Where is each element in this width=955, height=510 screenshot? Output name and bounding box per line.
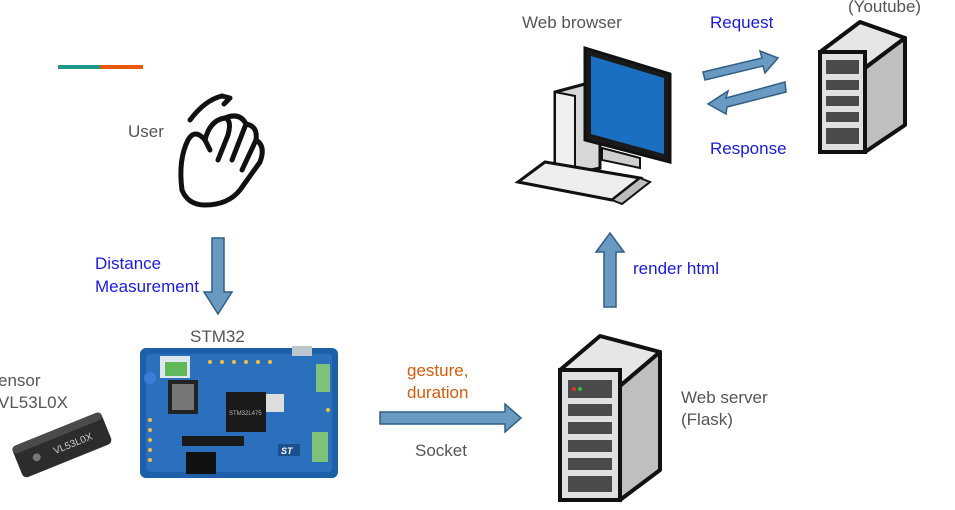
user-label: User: [128, 122, 164, 141]
stm32-label: STM32: [190, 327, 245, 346]
sensor-chip: VL53L0X: [12, 412, 112, 478]
request-label: Request: [710, 13, 774, 32]
render-html-label: render html: [633, 259, 719, 278]
web-browser-label: Web browser: [522, 13, 622, 32]
sensor-label-line2: VL53L0X: [0, 393, 68, 412]
response-arrow: [706, 81, 787, 116]
socket-arrow: [379, 402, 523, 434]
gesture-label-line1: gesture,: [407, 361, 469, 380]
waving-hand-icon: [178, 93, 265, 208]
socket-label: Socket: [415, 441, 467, 460]
render-arrow: [594, 231, 626, 308]
distance-label-line1: Distance: [95, 254, 162, 273]
web-server-label-line1: Web server: [681, 388, 768, 407]
response-label: Response: [710, 139, 787, 158]
web-server-icon: [558, 334, 662, 502]
stm32-board: STM32L475 ST: [140, 346, 338, 478]
web-server-label-line2: (Flask): [681, 410, 733, 429]
st-logo: ST: [281, 446, 294, 456]
sensor-label-line1: ensor: [0, 371, 41, 390]
gesture-label-line2: duration: [407, 383, 469, 402]
accent-bar: [58, 65, 143, 69]
request-arrow: [702, 49, 780, 81]
mcu-label: STM32L475: [229, 411, 262, 417]
distance-label-line2: Measurement: [95, 277, 199, 296]
distance-arrow: [202, 237, 234, 316]
desktop-computer-icon: [514, 45, 672, 206]
youtube-label: (Youtube): [848, 0, 922, 16]
youtube-server-icon: [818, 20, 907, 154]
